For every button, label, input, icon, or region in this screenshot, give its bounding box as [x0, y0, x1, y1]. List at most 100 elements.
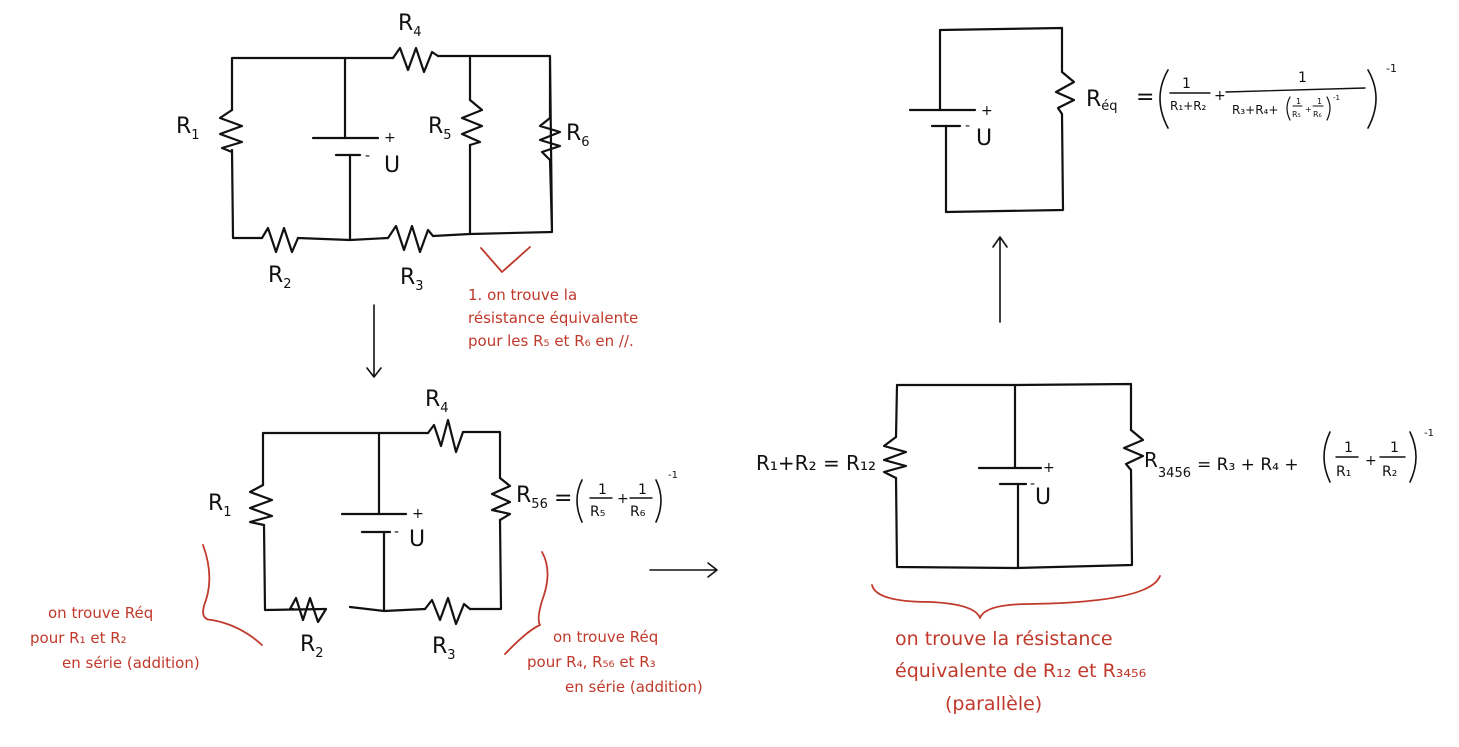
eq-r3456-num2: 1 — [1390, 440, 1399, 456]
eq-r56-den2: R₆ — [630, 504, 646, 520]
label-r3: R3 — [432, 634, 456, 663]
resistor-r2 — [260, 226, 300, 254]
equation-r12: R₁+R₂ = R₁₂ — [756, 451, 876, 475]
battery-minus: - — [1030, 476, 1035, 492]
note-series-r1-r2: on trouve Réq pour R₁ et R₂ en série (ad… — [30, 544, 263, 672]
eq-r3456-den1: R₁ — [1336, 464, 1351, 480]
eq-req-lhs: Réq — [1086, 87, 1118, 114]
battery-plus: + — [1043, 460, 1055, 476]
note-step-1-line-3: pour les R₅ et R₆ en //. — [468, 332, 634, 350]
note-step-1: 1. on trouve la résistance équivalente p… — [468, 246, 638, 350]
label-r2: R2 — [300, 632, 324, 661]
label-u: U — [384, 153, 400, 178]
battery-u — [908, 108, 977, 128]
eq-r3456-plus: + — [1365, 453, 1377, 469]
eq-req-num2: 1 — [1298, 70, 1307, 86]
paren-right — [1367, 69, 1377, 129]
eq-req-plus: + — [1214, 88, 1226, 104]
resistor-r56 — [490, 476, 512, 522]
eq-r56-num1: 1 — [598, 482, 607, 498]
label-r6: R6 — [566, 121, 590, 150]
resistor-r3 — [386, 224, 435, 254]
eq-req-inner-plus: + — [1305, 105, 1312, 114]
paren-left — [1323, 431, 1331, 483]
label-r4: R4 — [425, 387, 449, 416]
resistor-r5 — [460, 98, 484, 147]
eq-r56-num2: 1 — [638, 482, 647, 498]
eq-r56-exponent: -1 — [668, 470, 678, 481]
eq-r3456-prefix: = R₃ + R₄ + — [1197, 455, 1299, 475]
circuit-3-wires — [894, 382, 1134, 570]
note-parallel-line-2: équivalente de R₁₂ et R₃₄₅₆ — [895, 660, 1146, 682]
note-parallel: on trouve la résistance équivalente de R… — [871, 575, 1161, 715]
label-r1: R1 — [176, 114, 200, 143]
label-u: U — [1035, 485, 1051, 510]
circuit-4: + - U Réq = 1 R₁+R₂ + 1 R₃+R₄+ 1 R₅ + 1 … — [908, 26, 1397, 214]
eq-req-inner-num2: 1 — [1317, 97, 1322, 106]
resistor-req — [1054, 70, 1076, 116]
note-right-line-2: pour R₄, R₅₆ et R₃ — [527, 653, 656, 671]
label-r2: R2 — [268, 263, 292, 292]
resistor-r3 — [423, 596, 472, 626]
resistor-r2 — [288, 596, 328, 624]
label-u: U — [976, 126, 992, 151]
fraction-bar — [1225, 87, 1366, 93]
label-r4: R4 — [398, 11, 422, 40]
brace-icon — [504, 551, 549, 655]
eq-req-inner-num1: 1 — [1296, 97, 1301, 106]
note-right-line-1: on trouve Réq — [553, 628, 658, 646]
note-right-line-3: en série (addition) — [565, 678, 703, 696]
label-u: U — [409, 527, 425, 552]
eq-req-equals: = — [1136, 85, 1154, 110]
eq-req-inner-den1: R₅ — [1292, 110, 1301, 119]
paren-right — [1326, 96, 1331, 121]
battery-u — [311, 136, 380, 157]
eq-req-den2-prefix: R₃+R₄+ — [1232, 103, 1278, 117]
note-parallel-line-1: on trouve la résistance — [895, 628, 1113, 650]
resistor-r6 — [538, 116, 562, 162]
note-step-1-line-2: résistance équivalente — [468, 309, 638, 327]
arrow-right-icon — [649, 562, 718, 578]
eq-r3456-exponent: -1 — [1424, 428, 1434, 439]
eq-req-num1: 1 — [1182, 76, 1191, 92]
note-step-1-line-1: 1. on trouve la — [468, 286, 577, 304]
circuit-2: R1 R2 R3 R4 + - U R56 = 1 R₅ + 1 R₆ -1 — [208, 387, 678, 663]
circuit-1-wires — [230, 54, 554, 242]
resistor-r12 — [882, 435, 908, 480]
eq-r3456-num1: 1 — [1344, 440, 1353, 456]
check-mark-icon — [480, 246, 531, 273]
battery-plus: + — [412, 506, 424, 522]
resistor-r3456 — [1122, 428, 1145, 472]
battery-plus: + — [384, 130, 396, 146]
eq-r56-den1: R₅ — [590, 504, 605, 520]
circuit-3: + - U R₁+R₂ = R₁₂ R3456 = R₃ + R₄ + 1 R₁… — [756, 382, 1434, 570]
resistor-r1 — [218, 108, 244, 154]
arrow-down-icon — [366, 304, 382, 378]
arrow-up-icon — [992, 236, 1008, 323]
battery-u — [340, 512, 408, 534]
label-r5: R5 — [428, 114, 452, 143]
eq-r3456-lhs: R3456 — [1144, 448, 1191, 481]
circuit-4-wires — [938, 26, 1065, 214]
eq-r3456-den2: R₂ — [1382, 464, 1397, 480]
eq-r56-lhs: R56 — [516, 483, 548, 512]
battery-minus: - — [394, 524, 399, 540]
resistor-r1 — [248, 483, 274, 527]
brace-icon — [202, 544, 263, 646]
eq-req-den1: R₁+R₂ — [1170, 99, 1207, 113]
note-series-r4-r56-r3: on trouve Réq pour R₄, R₅₆ et R₃ en séri… — [504, 551, 703, 696]
note-left-line-2: pour R₁ et R₂ — [30, 629, 127, 647]
resistor-r4 — [426, 418, 465, 454]
battery-minus: - — [965, 118, 970, 134]
eq-req-inner-den2: R₆ — [1313, 110, 1322, 119]
note-left-line-1: on trouve Réq — [48, 604, 153, 622]
eq-r56-equals: = — [554, 486, 572, 511]
equation-r56: R56 = 1 R₅ + 1 R₆ -1 — [516, 470, 678, 523]
circuit-2-wires — [261, 430, 503, 613]
label-r3: R3 — [400, 265, 424, 294]
battery-plus: + — [981, 103, 993, 119]
eq-r56-plus: + — [617, 491, 629, 507]
equation-r3456: R3456 = R₃ + R₄ + 1 R₁ + 1 R₂ -1 — [1144, 428, 1434, 483]
battery-u — [977, 466, 1043, 486]
